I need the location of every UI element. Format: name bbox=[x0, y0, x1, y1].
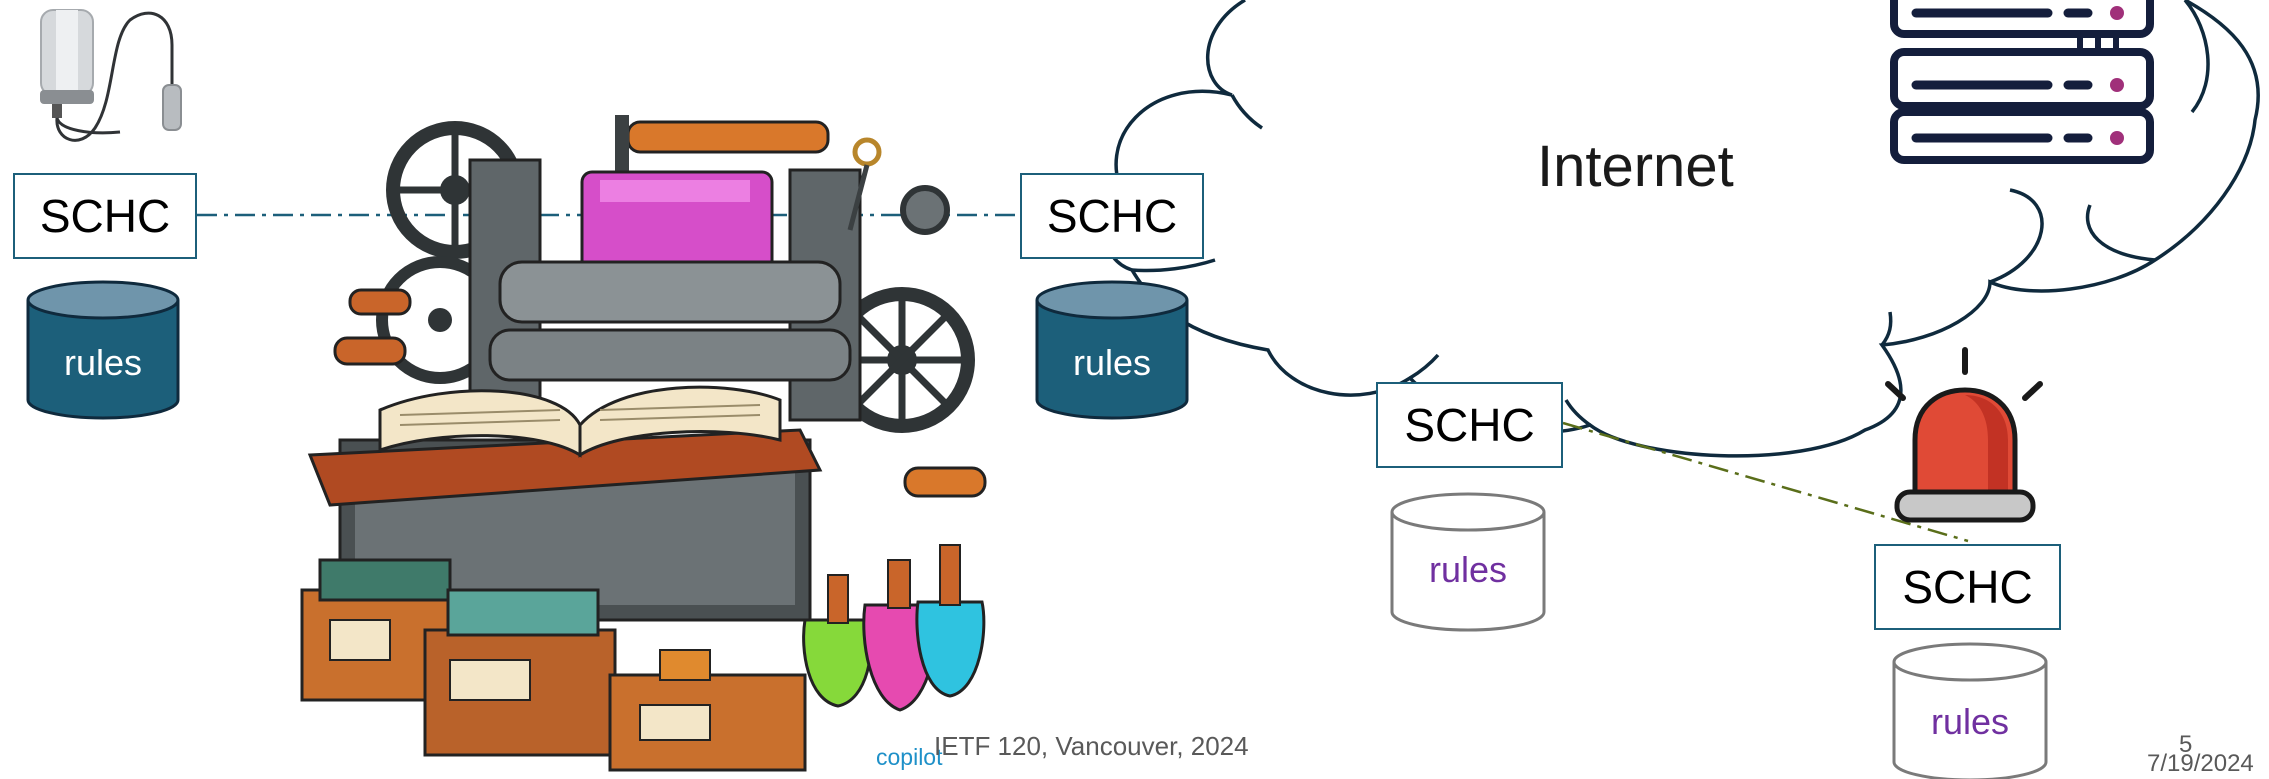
footer-date: 7/19/2024 bbox=[2147, 750, 2254, 777]
footer-page-number: 5 bbox=[2179, 731, 2193, 758]
rules-label-gateway: rules bbox=[1072, 342, 1152, 383]
rules-cylinder-network-edge bbox=[1390, 492, 1546, 632]
rules-cylinder-gateway bbox=[1035, 280, 1189, 420]
rules-cylinder-device bbox=[26, 280, 180, 420]
sensor-device-icon bbox=[40, 9, 182, 142]
image-credit: copilot bbox=[876, 744, 943, 770]
schc-box-alarm: SCHC bbox=[1874, 544, 2061, 630]
server-rack-icon bbox=[1890, 0, 2154, 164]
rules-label-alarm: rules bbox=[1930, 701, 2010, 742]
rules-label-device: rules bbox=[63, 342, 143, 383]
schc-box-network-edge: SCHC bbox=[1376, 382, 1563, 468]
alarm-siren-icon bbox=[1885, 347, 2043, 523]
schc-box-device: SCHC bbox=[13, 173, 197, 259]
footer-event: IETF 120, Vancouver, 2024 bbox=[934, 731, 1249, 761]
printing-press-illustration bbox=[300, 115, 987, 772]
internet-label: Internet bbox=[1537, 134, 1734, 199]
schc-box-gateway: SCHC bbox=[1020, 173, 1204, 259]
rules-cylinder-alarm bbox=[1892, 642, 2048, 779]
rules-label-network-edge: rules bbox=[1428, 549, 1508, 590]
link-network-alarm bbox=[1562, 421, 1969, 543]
